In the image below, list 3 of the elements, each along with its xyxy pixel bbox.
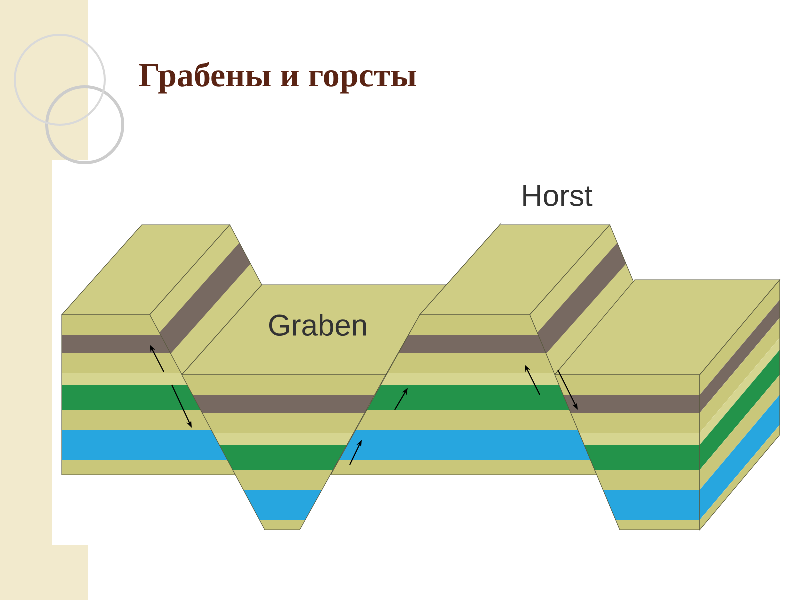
label: Graben [269,314,366,336]
title: Грабены и горсты [139,62,416,94]
label: Horst [524,186,593,206]
